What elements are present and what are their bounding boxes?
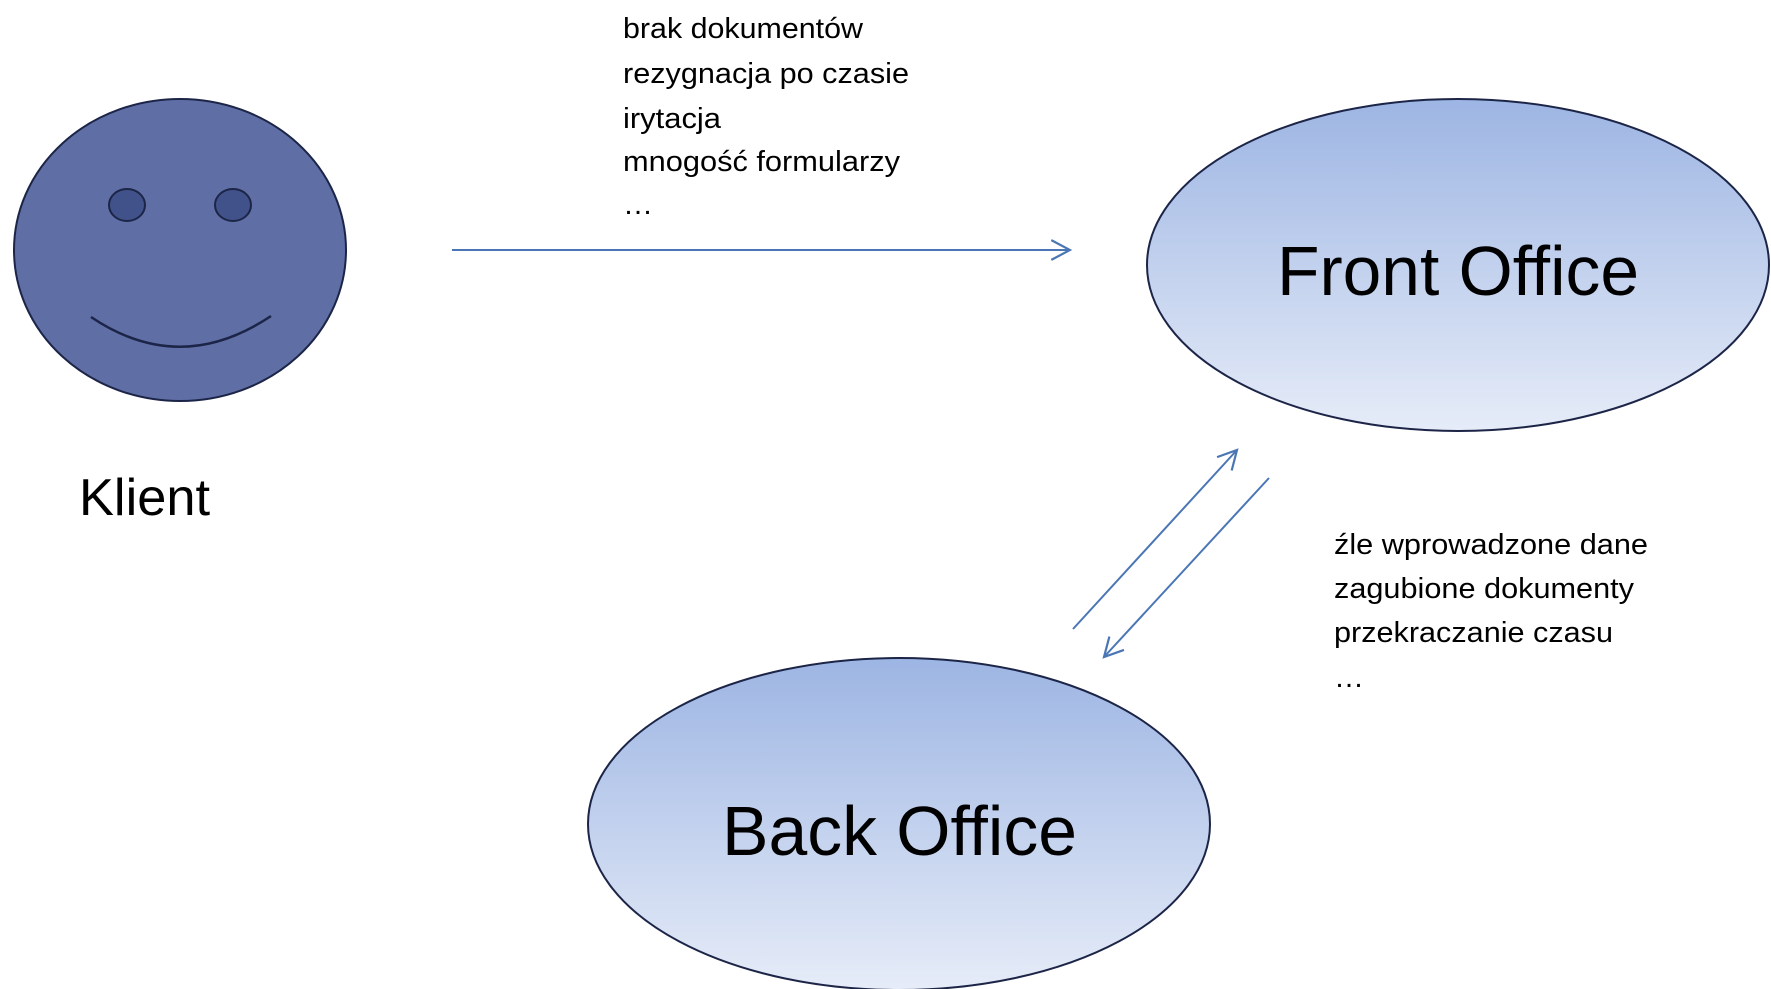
front-back-issues-list: źle wprowadzone dane zagubione dokumenty… [1334, 529, 1648, 694]
client-face [13, 98, 347, 402]
issue-item: … [623, 189, 653, 221]
client-label: Klient [79, 469, 211, 527]
issue-item: … [1334, 662, 1364, 694]
front-office-node: Front Office [1146, 98, 1770, 432]
issue-item: brak dokumentów [623, 13, 864, 45]
client-front-issues-list: brak dokumentów rezygnacja po czasie iry… [623, 13, 909, 221]
issue-item: irytacja [623, 103, 722, 135]
front-to-back-arrow [1104, 477, 1270, 657]
client-left-eye [108, 188, 146, 222]
back-office-node: Back Office [587, 657, 1211, 989]
client-smiley-icon [13, 98, 347, 402]
client-smile [90, 314, 272, 348]
front-office-ellipse [1146, 98, 1770, 432]
back-office-ellipse [587, 657, 1211, 989]
issue-item: zagubione dokumenty [1334, 573, 1635, 605]
front-office-label: Front Office [1277, 232, 1639, 310]
issue-item: przekraczanie czasu [1334, 617, 1613, 649]
back-office-label: Back Office [722, 792, 1077, 870]
issue-item: mnogość formularzy [623, 146, 901, 178]
client-right-eye [214, 188, 252, 222]
issue-item: rezygnacja po czasie [623, 58, 909, 90]
back-to-front-arrow [1072, 450, 1237, 630]
issue-item: źle wprowadzone dane [1334, 529, 1648, 561]
